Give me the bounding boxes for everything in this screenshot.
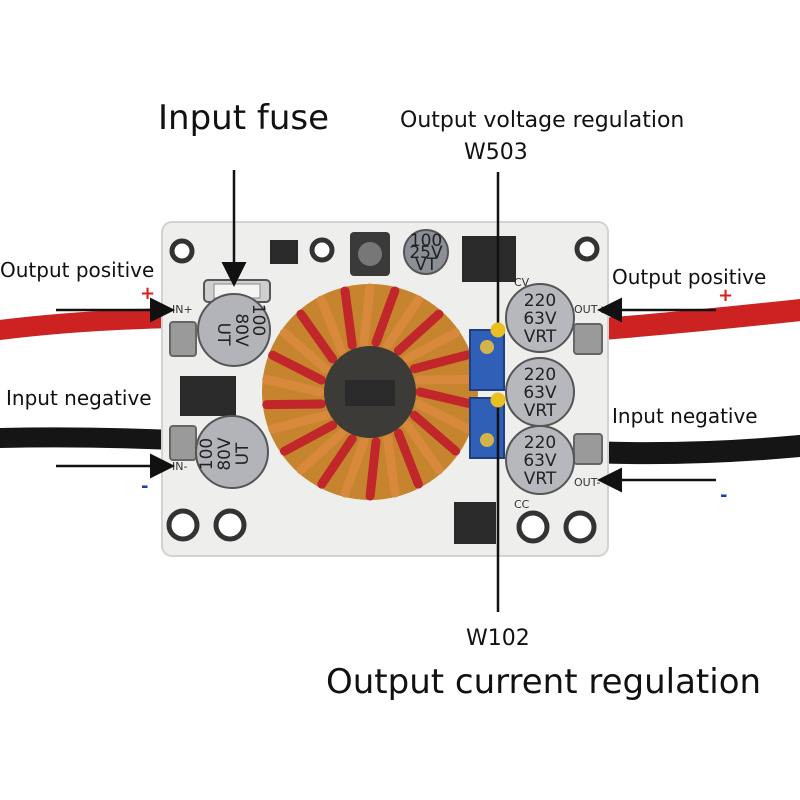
toroid-inductor xyxy=(262,283,478,501)
label-input-negative-left: Input negative xyxy=(6,386,152,410)
cap-r3-2: 63V xyxy=(523,451,557,471)
minus-sign-left: - xyxy=(141,476,149,497)
coil-winding xyxy=(296,428,347,475)
label-output-positive-right: Output positive xyxy=(612,265,767,289)
plus-sign-left: + xyxy=(140,283,156,304)
cap-r1-3: VRT xyxy=(524,327,557,347)
label-output-voltage-regulation: Output voltage regulation xyxy=(400,108,685,133)
top-ics xyxy=(180,232,516,416)
coil-winding xyxy=(279,328,331,374)
small-capacitor: 100 25V VT xyxy=(403,229,449,275)
silk-in-plus: IN+ xyxy=(172,303,193,316)
coil-winding xyxy=(393,428,423,489)
right-capacitor-2: 220 63V VRT xyxy=(505,357,575,427)
wire-black-right xyxy=(579,435,800,465)
coil-winding xyxy=(383,434,400,498)
cap-r2-2: 63V xyxy=(523,383,557,403)
coil-winding xyxy=(317,434,357,489)
left-capacitor-bottom: 100 80V UT xyxy=(195,415,269,489)
small-cap-text-2: 25V xyxy=(409,243,443,263)
coil-winding xyxy=(340,437,369,498)
label-w102: W102 xyxy=(466,626,530,651)
coil-winding xyxy=(402,328,461,364)
label-input-negative-right: Input negative xyxy=(612,404,758,428)
cap-lb-2: 80V xyxy=(215,437,235,471)
coil-winding xyxy=(393,309,444,356)
coil-winding xyxy=(409,410,461,456)
coil-winding xyxy=(317,295,347,356)
minus-sign-right: - xyxy=(720,485,728,506)
label-output-current-regulation: Output current regulation xyxy=(326,662,762,702)
coil-winding xyxy=(409,350,472,374)
coil-winding xyxy=(402,420,444,475)
coil-winding xyxy=(262,399,326,410)
cap-r2-3: VRT xyxy=(524,401,557,421)
cap-r3-3: VRT xyxy=(524,469,557,489)
left-capacitor-top: 100 80V UT xyxy=(197,293,271,367)
coil-winding xyxy=(359,283,375,347)
plus-sign-right: + xyxy=(718,285,734,306)
pointer-arrows xyxy=(56,170,716,612)
silk-cc: CC xyxy=(514,498,530,511)
coil-winding xyxy=(262,375,325,397)
cap-lb-3: UT xyxy=(233,442,253,465)
coil-winding xyxy=(340,286,357,350)
small-cap-text-3: VT xyxy=(415,255,438,275)
cap-lt-3: UT xyxy=(213,323,233,346)
coil-winding xyxy=(371,286,400,347)
coil-winding xyxy=(279,420,338,456)
coil-winding xyxy=(296,309,338,364)
coil-winding xyxy=(415,387,478,409)
wire-red-left xyxy=(0,308,185,340)
cap-r3-1: 220 xyxy=(524,433,556,453)
cap-r1-2: 63V xyxy=(523,309,557,329)
coil-winding xyxy=(268,410,331,434)
right-capacitor-3: 220 63V VRT xyxy=(505,425,575,495)
cap-lt-2: 80V xyxy=(231,313,251,347)
silk-out-minus: OUT- xyxy=(574,476,600,489)
right-capacitor-1: 220 63V VRT xyxy=(505,283,575,353)
coil-winding xyxy=(268,350,326,385)
label-input-fuse: Input fuse xyxy=(158,98,329,138)
coil-winding xyxy=(414,374,478,385)
cap-lb-1: 100 xyxy=(197,438,217,470)
cap-r1-1: 220 xyxy=(524,291,556,311)
coil-winding xyxy=(383,295,423,350)
cap-lt-1: 100 xyxy=(248,304,268,336)
label-output-positive-left: Output positive xyxy=(0,258,155,282)
coil-winding xyxy=(365,437,381,501)
coil-winding xyxy=(414,399,472,434)
silk-cv: CV xyxy=(514,276,530,289)
cap-r2-1: 220 xyxy=(524,365,556,385)
terminal-pads xyxy=(169,321,603,465)
silk-out-plus: OUT+ xyxy=(574,303,607,316)
trimpot-w503 xyxy=(469,329,505,391)
bottom-ic xyxy=(454,502,496,544)
label-w503: W503 xyxy=(464,140,528,165)
mounting-holes xyxy=(166,236,600,544)
small-cap-text-1: 100 xyxy=(410,231,442,251)
wire-black-left xyxy=(0,427,185,450)
wire-red-right xyxy=(579,299,800,341)
silk-in-minus: IN- xyxy=(172,460,187,473)
